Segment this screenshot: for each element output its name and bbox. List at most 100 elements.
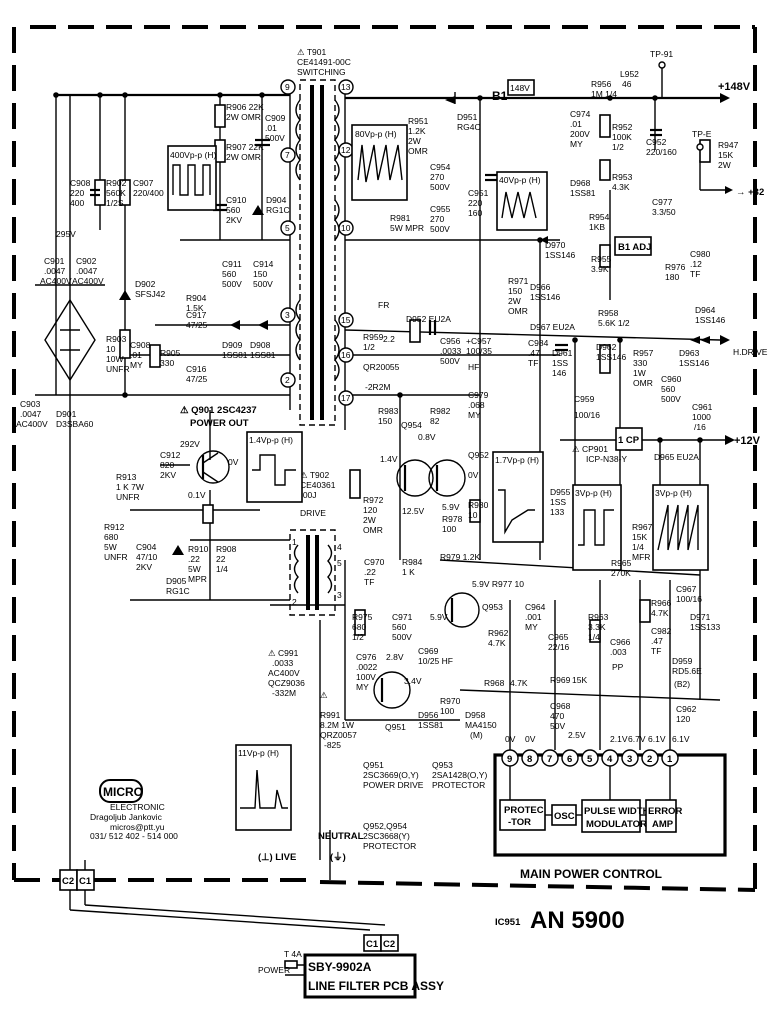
svg-text:820: 820	[160, 460, 174, 470]
svg-text:HF: HF	[468, 362, 479, 372]
svg-text:1.5K: 1.5K	[186, 303, 204, 313]
svg-text:2W: 2W	[363, 515, 376, 525]
svg-text:1KB: 1KB	[589, 222, 605, 232]
svg-text:PROTECTOR: PROTECTOR	[432, 780, 485, 790]
waveform-40: 40Vp-p (H)	[496, 171, 548, 231]
svg-text:R971: R971	[508, 276, 529, 286]
svg-text:OMR: OMR	[363, 525, 383, 535]
b1-label: B1	[492, 89, 508, 103]
svg-text:2KV: 2KV	[160, 470, 176, 480]
svg-text:D970: D970	[545, 240, 566, 250]
svg-text:4: 4	[607, 754, 613, 765]
svg-text:R978: R978	[442, 514, 463, 524]
svg-text:OMR: OMR	[508, 306, 528, 316]
svg-text:500V: 500V	[265, 133, 285, 143]
line-filter-pcb: C1 C2 SBY-9902A LINE FILTER PCB ASSY T 4…	[258, 934, 444, 999]
rail-labels: +148V → +32 +12V H.DRIVE TP-91 TP-E	[650, 49, 768, 447]
svg-text:.22: .22	[364, 567, 376, 577]
svg-text:C954: C954	[430, 162, 451, 172]
svg-text:C968: C968	[550, 701, 571, 711]
svg-text:500V: 500V	[661, 394, 681, 404]
svg-text:22/16: 22/16	[548, 642, 570, 652]
svg-text:MY: MY	[570, 139, 583, 149]
svg-text:AC400V: AC400V	[268, 668, 300, 678]
svg-text:C976: C976	[356, 652, 377, 662]
svg-text:SFSJ42: SFSJ42	[135, 289, 166, 299]
svg-text:2SA1428(O,Y): 2SA1428(O,Y)	[432, 770, 487, 780]
svg-text:TF: TF	[651, 646, 661, 656]
ic951-titles: MAIN POWER CONTROL IC951 AN 5900	[495, 867, 662, 934]
svg-text:POWER OUT: POWER OUT	[190, 418, 249, 429]
t901-pins: 9 7 5 3 2 13 12 10 15 16 17	[280, 79, 354, 406]
svg-text:0V: 0V	[525, 734, 536, 744]
svg-text:.47: .47	[651, 636, 663, 646]
svg-text:4.7K: 4.7K	[488, 638, 506, 648]
ic951: 9 8 7 6 5 4 3 2 1 PROTEC -TOR OSC PULSE …	[493, 749, 727, 857]
svg-text:C910: C910	[226, 195, 247, 205]
svg-text:C2: C2	[62, 876, 74, 887]
svg-text:Q951: Q951	[385, 722, 406, 732]
svg-text:100/16: 100/16	[574, 410, 600, 420]
svg-text:1M 1/4: 1M 1/4	[591, 89, 617, 99]
svg-text:C951: C951	[468, 188, 489, 198]
svg-text:Dragoljub Jankovic: Dragoljub Jankovic	[90, 812, 163, 822]
t901-pin-17: 17	[341, 393, 351, 403]
svg-text:12.5V: 12.5V	[402, 506, 425, 516]
svg-text:R905: R905	[160, 348, 181, 358]
labels-protector: R983 150 R982 82 C979 .068 MY Q954 0.8V …	[363, 390, 721, 724]
waveform-3a-label: 3Vp-p (H)	[575, 488, 612, 498]
svg-text:8: 8	[527, 754, 532, 765]
svg-text:5W: 5W	[104, 542, 117, 552]
svg-text:1.2K: 1.2K	[408, 126, 426, 136]
svg-text:Q952,Q954: Q952,Q954	[363, 821, 407, 831]
svg-text:9: 9	[507, 754, 512, 765]
svg-text:-2R2M: -2R2M	[365, 382, 391, 392]
svg-text:(M): (M)	[470, 730, 483, 740]
svg-text:1SS81: 1SS81	[222, 350, 248, 360]
junction-dots	[53, 92, 703, 513]
svg-text:50V: 50V	[550, 721, 565, 731]
svg-text:UNFR: UNFR	[104, 552, 128, 562]
svg-text:5.9V: 5.9V	[442, 502, 460, 512]
t901-pin-12: 12	[341, 145, 351, 155]
svg-text:C908: C908	[130, 340, 151, 350]
svg-text:R981: R981	[390, 213, 411, 223]
svg-text:4.7K: 4.7K	[651, 608, 669, 618]
svg-text:1SS: 1SS	[552, 358, 568, 368]
ic-title: MAIN POWER CONTROL	[520, 867, 662, 881]
svg-text:200V: 200V	[570, 129, 590, 139]
svg-text:C979: C979	[468, 390, 489, 400]
svg-text:C902: C902	[76, 256, 97, 266]
svg-text:146: 146	[552, 368, 566, 378]
svg-text:D908: D908	[250, 340, 271, 350]
svg-text:10: 10	[106, 344, 116, 354]
svg-text:DRIVE: DRIVE	[300, 508, 326, 518]
svg-text:5: 5	[587, 754, 593, 765]
svg-text:-TOR: -TOR	[508, 817, 531, 828]
svg-text:-332M: -332M	[272, 688, 296, 698]
svg-text:2.5V: 2.5V	[568, 730, 586, 740]
svg-text:6: 6	[567, 754, 572, 765]
svg-text:C964: C964	[525, 602, 546, 612]
svg-text:MY: MY	[356, 682, 369, 692]
rail-hdrive: H.DRIVE	[733, 347, 768, 357]
ic951-pin-voltages: 0V 0V 2.5V 2.1V 6.7V 6.1V 6.1V	[505, 730, 690, 744]
svg-text:560: 560	[661, 384, 675, 394]
svg-text:2W: 2W	[508, 296, 521, 306]
svg-text:270: 270	[430, 214, 444, 224]
svg-text:5.6K 1/2: 5.6K 1/2	[598, 318, 630, 328]
svg-text:6.7V: 6.7V	[628, 734, 646, 744]
svg-text:QRZ0057: QRZ0057	[320, 730, 357, 740]
svg-text:1SS146: 1SS146	[545, 250, 576, 260]
svg-text:5.9V R977 10: 5.9V R977 10	[472, 579, 524, 589]
t902-pin-4: 4	[337, 542, 342, 552]
svg-text:D901: D901	[56, 409, 77, 419]
svg-text:R947: R947	[718, 140, 739, 150]
svg-text:.0033: .0033	[272, 658, 294, 668]
svg-text:R980: R980	[468, 500, 489, 510]
svg-text:R966: R966	[651, 598, 672, 608]
svg-text:2KV: 2KV	[226, 215, 242, 225]
live-neutral: NEUTRAL (⊥) LIVE (⏚)	[258, 831, 364, 863]
svg-text:C904: C904	[136, 542, 157, 552]
svg-text:Q954: Q954	[401, 420, 422, 430]
